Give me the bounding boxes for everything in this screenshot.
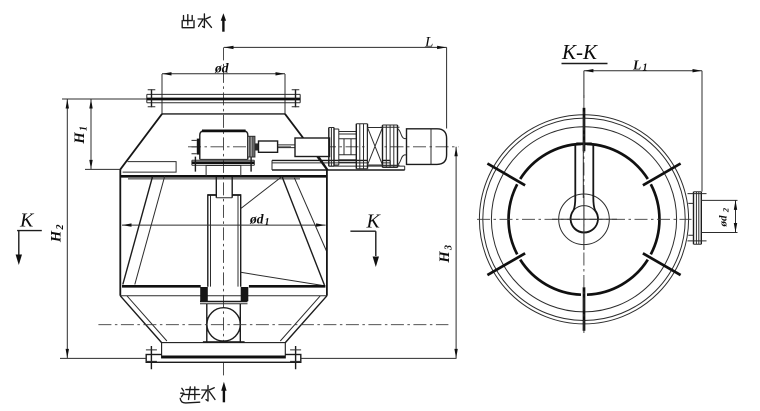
svg-text:L: L <box>424 35 433 51</box>
svg-text:K-K: K-K <box>561 40 598 64</box>
svg-text:2: 2 <box>55 225 66 231</box>
svg-text:H: H <box>72 132 88 145</box>
svg-text:H: H <box>437 251 453 264</box>
svg-text:K: K <box>366 211 382 233</box>
svg-text:K: K <box>19 210 35 232</box>
svg-text:H: H <box>49 230 65 243</box>
svg-text:3: 3 <box>444 245 455 251</box>
svg-text:1: 1 <box>643 63 648 74</box>
svg-text:2: 2 <box>721 207 731 213</box>
svg-text:ød: ød <box>718 215 730 228</box>
svg-text:ød: ød <box>249 212 264 227</box>
svg-text:1: 1 <box>265 217 270 228</box>
svg-text:L: L <box>632 58 641 73</box>
svg-text:1: 1 <box>79 126 90 131</box>
svg-text:ød: ød <box>214 61 229 76</box>
